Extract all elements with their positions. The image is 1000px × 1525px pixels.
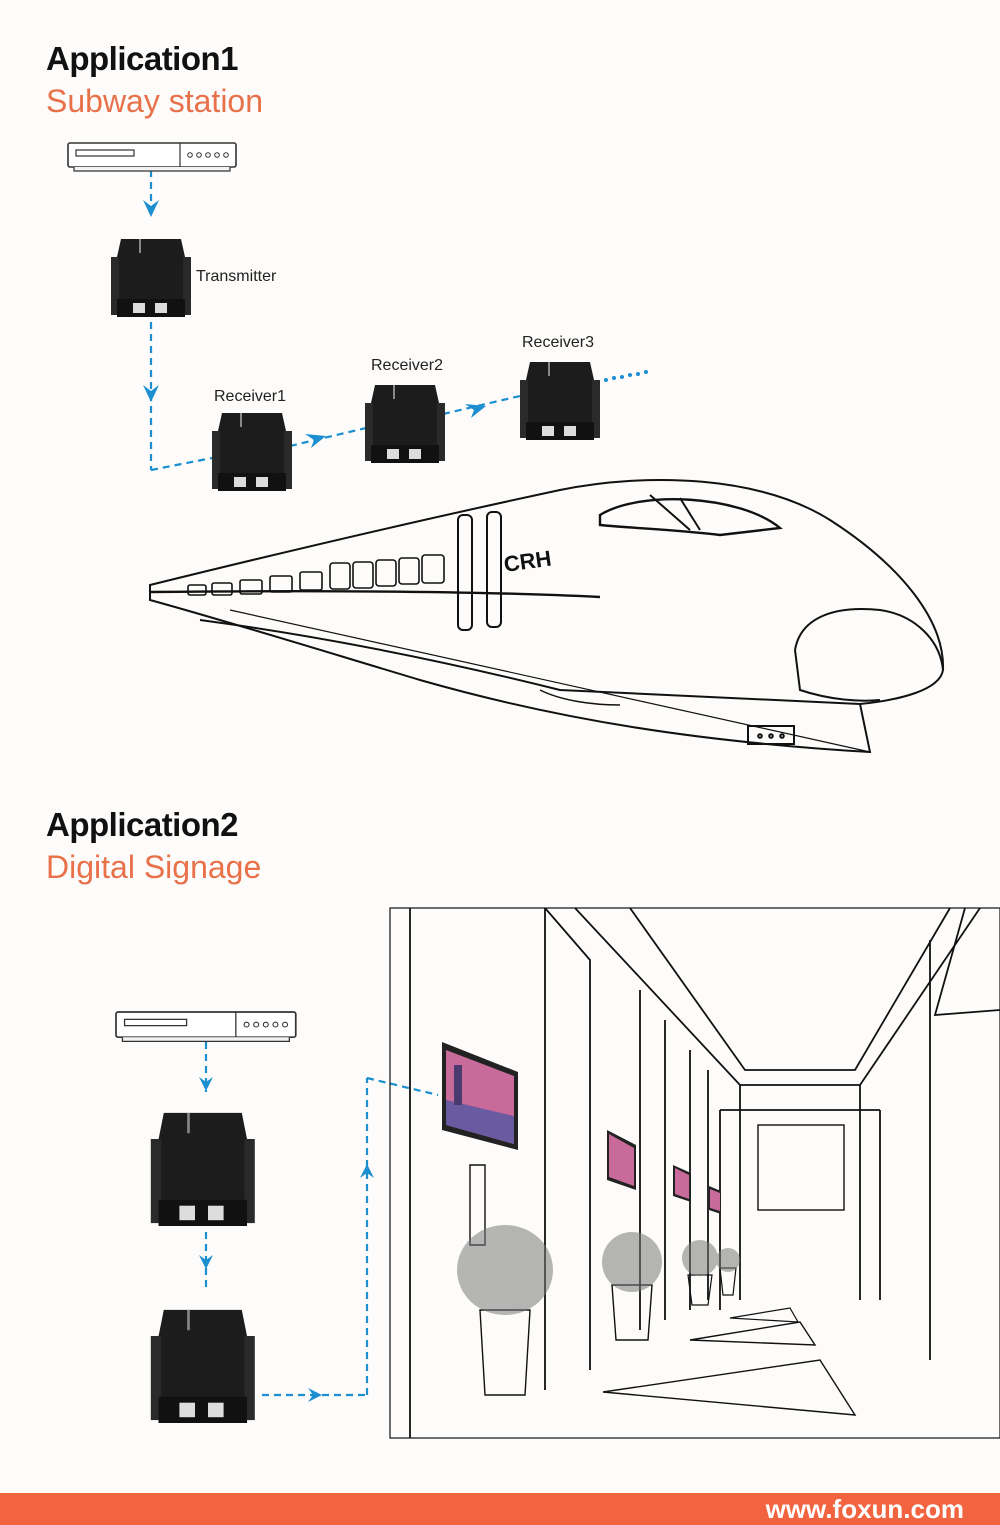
plant-illustrations xyxy=(457,1225,740,1315)
signage-receiver-device-icon xyxy=(150,1309,255,1423)
train-illustration xyxy=(149,478,945,754)
signage-screen-2 xyxy=(607,1130,636,1190)
signage-media-player-icon xyxy=(115,1011,297,1043)
media-player-icon xyxy=(67,142,237,172)
receiver3-device-icon xyxy=(520,362,600,440)
receiver1-device-icon xyxy=(212,413,292,491)
app2-title: Application2 xyxy=(46,806,239,843)
signage-screen-1 xyxy=(442,1042,518,1150)
app1-subtitle: Subway station xyxy=(46,83,264,119)
corridor-illustration xyxy=(389,907,1000,1439)
app1-arrows xyxy=(143,200,648,448)
app2-arrows xyxy=(199,1077,374,1402)
app1-connection-lines xyxy=(149,170,521,472)
receiver2-device-icon xyxy=(365,385,445,463)
receiver3-label: Receiver3 xyxy=(522,334,595,351)
train-logo: CRH xyxy=(502,546,553,577)
app2-subtitle: Digital Signage xyxy=(46,849,262,885)
transmitter-device-icon xyxy=(111,239,191,317)
train-windows xyxy=(187,554,445,596)
receiver1-label: Receiver1 xyxy=(214,388,287,405)
transmitter-label: Transmitter xyxy=(196,268,277,285)
footer-url[interactable]: www.foxun.com xyxy=(765,1494,964,1524)
signage-screen-3 xyxy=(673,1165,691,1202)
app1-title: Application1 xyxy=(46,40,239,77)
signage-screen-4 xyxy=(709,1186,721,1214)
receiver2-label: Receiver2 xyxy=(371,357,444,374)
footer-bar: www.foxun.com xyxy=(0,1493,1000,1525)
signage-transmitter-device-icon xyxy=(150,1112,255,1226)
